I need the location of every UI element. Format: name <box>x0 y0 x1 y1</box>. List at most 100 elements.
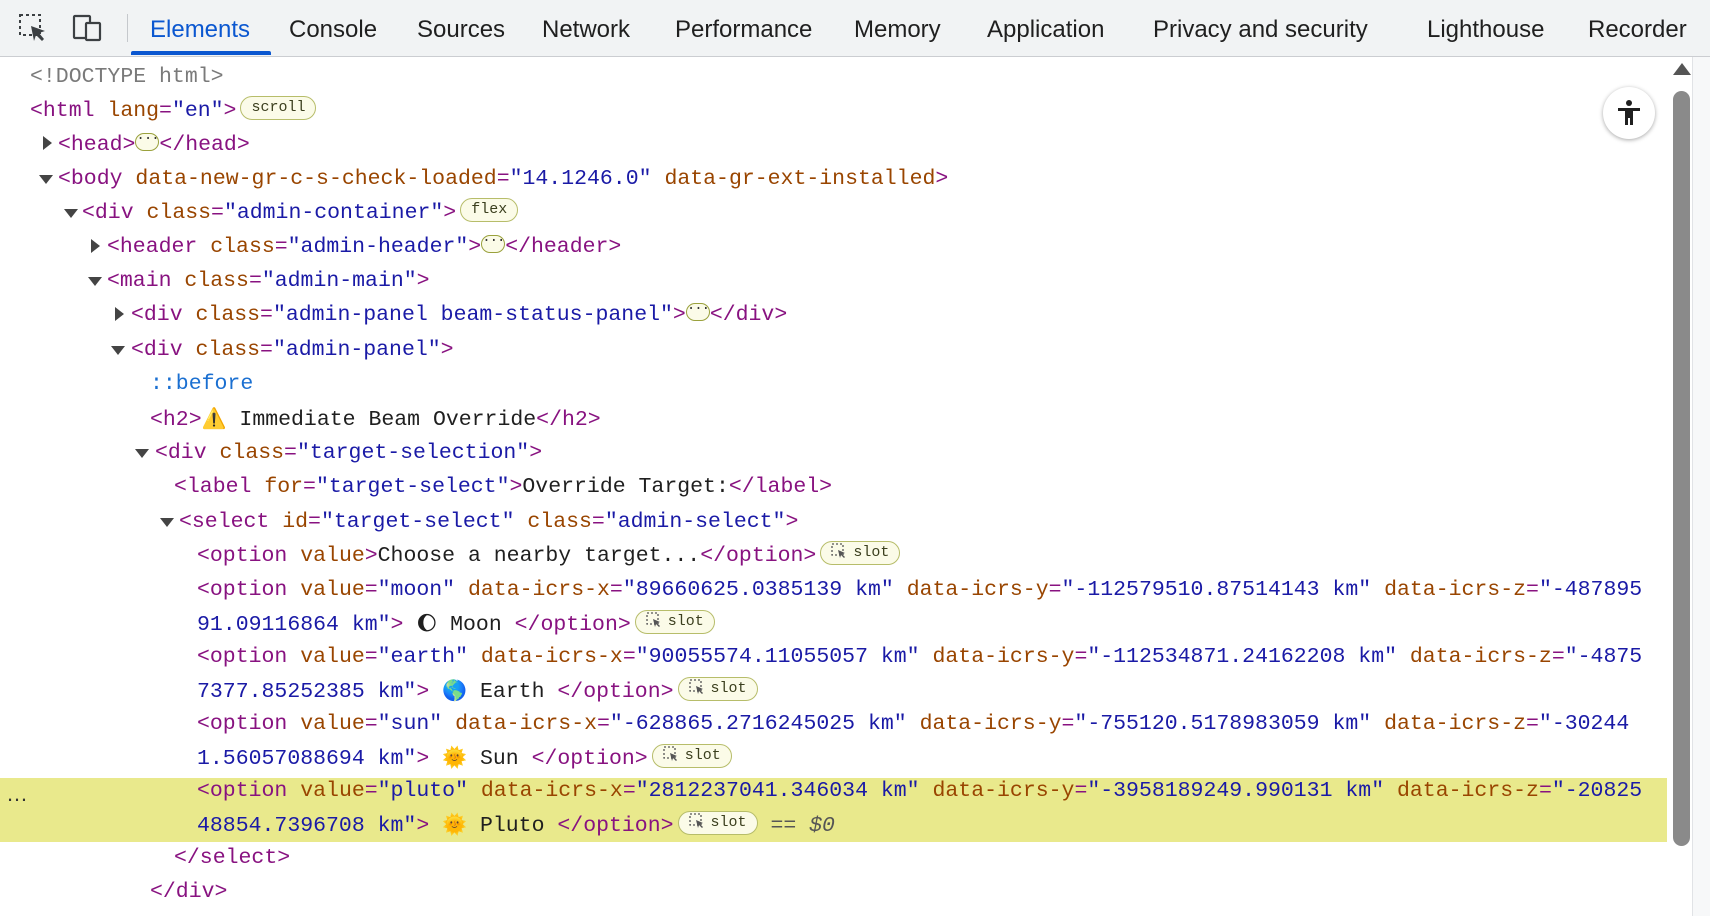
inspect-element-icon[interactable] <box>17 12 49 44</box>
accessibility-tree-button[interactable] <box>1603 87 1655 139</box>
label-node[interactable]: <label for="target-select">Override Targ… <box>174 471 832 504</box>
tab-memory[interactable]: Memory <box>854 16 941 43</box>
h2-text: Immediate Beam Override <box>239 408 537 432</box>
option-pluto-node-wrap[interactable]: 48854.7396708 km"> 🌞 Pluto </option>slot… <box>197 808 835 841</box>
div-close-node[interactable]: </div> <box>150 876 227 909</box>
h2-node[interactable]: <h2>⚠️ Immediate Beam Override</h2> <box>150 402 601 435</box>
collapsed-ellipsis-icon[interactable]: ··· <box>481 234 505 254</box>
equals: = <box>622 645 636 669</box>
tag-close: > <box>416 747 430 771</box>
equals: = <box>591 510 605 534</box>
tag-close: > <box>443 201 457 225</box>
doctype-node[interactable]: <!DOCTYPE html> <box>30 65 224 89</box>
scrollbar-thumb[interactable] <box>1673 91 1690 846</box>
option-placeholder-node[interactable]: <option value>Choose a nearby target...<… <box>197 540 901 573</box>
beam-status-panel-node[interactable]: <div class="admin-panel beam-status-pane… <box>131 299 787 332</box>
attr-name: data-icrs-x <box>455 712 598 736</box>
option-earth-node[interactable]: <option value="earth" data-icrs-x="90055… <box>197 641 1642 674</box>
select-close-node[interactable]: </select> <box>174 842 290 875</box>
attr-value: "admin-header" <box>287 235 469 259</box>
collapse-arrow-icon[interactable] <box>64 209 78 218</box>
equals: = <box>1074 779 1088 803</box>
tab-console[interactable]: Console <box>289 16 378 43</box>
expand-arrow-icon[interactable] <box>115 307 124 321</box>
attr-value: "moon" <box>377 578 456 602</box>
before-pseudo-node[interactable]: ::before <box>150 372 254 396</box>
tab-application[interactable]: Application <box>987 16 1105 43</box>
tab-performance[interactable]: Performance <box>675 16 813 43</box>
tag-name: <label <box>174 475 252 499</box>
flex-badge[interactable]: flex <box>460 198 519 223</box>
tag-name: <header <box>107 235 198 259</box>
collapsed-ellipsis-icon[interactable]: ··· <box>685 302 710 322</box>
slot-badge[interactable]: slot <box>677 811 758 836</box>
tag-close: > <box>468 235 482 259</box>
option-sun-node-wrap[interactable]: 1.56057088694 km"> 🌞 Sun </option>slot <box>197 741 732 774</box>
attr-name: value <box>300 779 365 803</box>
equals: = <box>1048 578 1062 602</box>
option-text: Choose a nearby target... <box>377 544 701 568</box>
option-sun-node[interactable]: <option value="sun" data-icrs-x="-628865… <box>197 708 1629 741</box>
tag-close: > <box>440 338 454 362</box>
collapse-arrow-icon[interactable] <box>135 449 149 458</box>
tag-close: > <box>529 441 543 465</box>
attr-name: class <box>527 510 592 534</box>
device-toolbar-icon[interactable] <box>72 12 104 44</box>
slot-badge[interactable]: slot <box>634 610 715 635</box>
toolbar-divider <box>127 14 128 42</box>
expand-arrow-icon[interactable] <box>43 136 52 150</box>
collapse-arrow-icon[interactable] <box>88 277 102 286</box>
slot-badge[interactable]: slot <box>677 677 758 702</box>
tag-close: > <box>672 303 686 327</box>
head-node[interactable]: <head>···</head> <box>58 129 250 162</box>
collapse-arrow-icon[interactable] <box>160 518 174 527</box>
expand-arrow-icon[interactable] <box>91 239 100 253</box>
attr-value: 1.56057088694 km" <box>197 747 417 771</box>
scroll-up-arrow-icon[interactable] <box>1673 63 1691 75</box>
attr-value: "-30244 <box>1538 712 1630 736</box>
equals: = <box>303 475 316 499</box>
tab-sources[interactable]: Sources <box>417 16 506 43</box>
option-earth-node-wrap[interactable]: 7377.85252385 km"> 🌎 Earth </option>slot <box>197 674 758 707</box>
collapsed-ellipsis-icon[interactable]: ··· <box>135 132 160 152</box>
tab-recorder[interactable]: Recorder <box>1588 16 1687 43</box>
tag-close: > <box>223 99 237 123</box>
equals: = <box>1061 712 1075 736</box>
tab-network[interactable]: Network <box>542 16 631 43</box>
option-pluto-node[interactable]: <option value="pluto" data-icrs-x="28122… <box>197 775 1642 808</box>
attr-name: data-icrs-y <box>932 645 1075 669</box>
attr-value: "89660625.0385139 km" <box>622 578 894 602</box>
attr-name: data-icrs-y <box>932 779 1075 803</box>
collapse-arrow-icon[interactable] <box>111 346 125 355</box>
option-moon-node[interactable]: <option value="moon" data-icrs-x="896606… <box>197 574 1642 607</box>
admin-header-node[interactable]: <header class="admin-header">···</header… <box>107 231 621 264</box>
attr-value: "admin-select" <box>604 510 786 534</box>
option-moon-node-wrap[interactable]: 91.09116864 km"> 🌔 Moon </option>slot <box>197 607 715 640</box>
select-node[interactable]: <select id="target-select" class="admin-… <box>179 506 798 539</box>
attr-value: "admin-panel" <box>272 338 441 362</box>
tag-close: > <box>416 269 430 293</box>
html-node[interactable]: <html lang="en">scroll <box>30 95 317 128</box>
admin-container-node[interactable]: <div class="admin-container">flex <box>82 197 519 230</box>
tab-privacy-and-security[interactable]: Privacy and security <box>1153 16 1368 43</box>
attr-name: value <box>300 645 365 669</box>
target-selection-node[interactable]: <div class="target-selection"> <box>155 437 542 470</box>
tab-elements[interactable]: Elements <box>150 16 251 43</box>
tag-close: > <box>509 475 523 499</box>
attr-value: "-628865.2716245025 km" <box>609 712 907 736</box>
tag-name: <div <box>131 338 183 362</box>
selected-node-marker: == $0 <box>770 814 835 838</box>
attr-value: 7377.85252385 km" <box>197 680 417 704</box>
slot-badge[interactable]: slot <box>651 744 732 769</box>
row-menu-icon[interactable]: … <box>6 781 29 806</box>
tab-lighthouse[interactable]: Lighthouse <box>1427 16 1545 43</box>
selected-row-highlight <box>0 778 1667 842</box>
slot-badge[interactable]: slot <box>820 541 901 566</box>
admin-main-node[interactable]: <main class="admin-main"> <box>107 265 430 298</box>
admin-panel-node[interactable]: <div class="admin-panel"> <box>131 334 454 367</box>
slot-reveal-icon <box>663 746 677 762</box>
tag-name: <option <box>197 578 288 602</box>
collapse-arrow-icon[interactable] <box>39 175 53 184</box>
body-node[interactable]: <body data-new-gr-c-s-check-loaded="14.1… <box>58 163 948 196</box>
scroll-badge[interactable]: scroll <box>240 96 317 121</box>
